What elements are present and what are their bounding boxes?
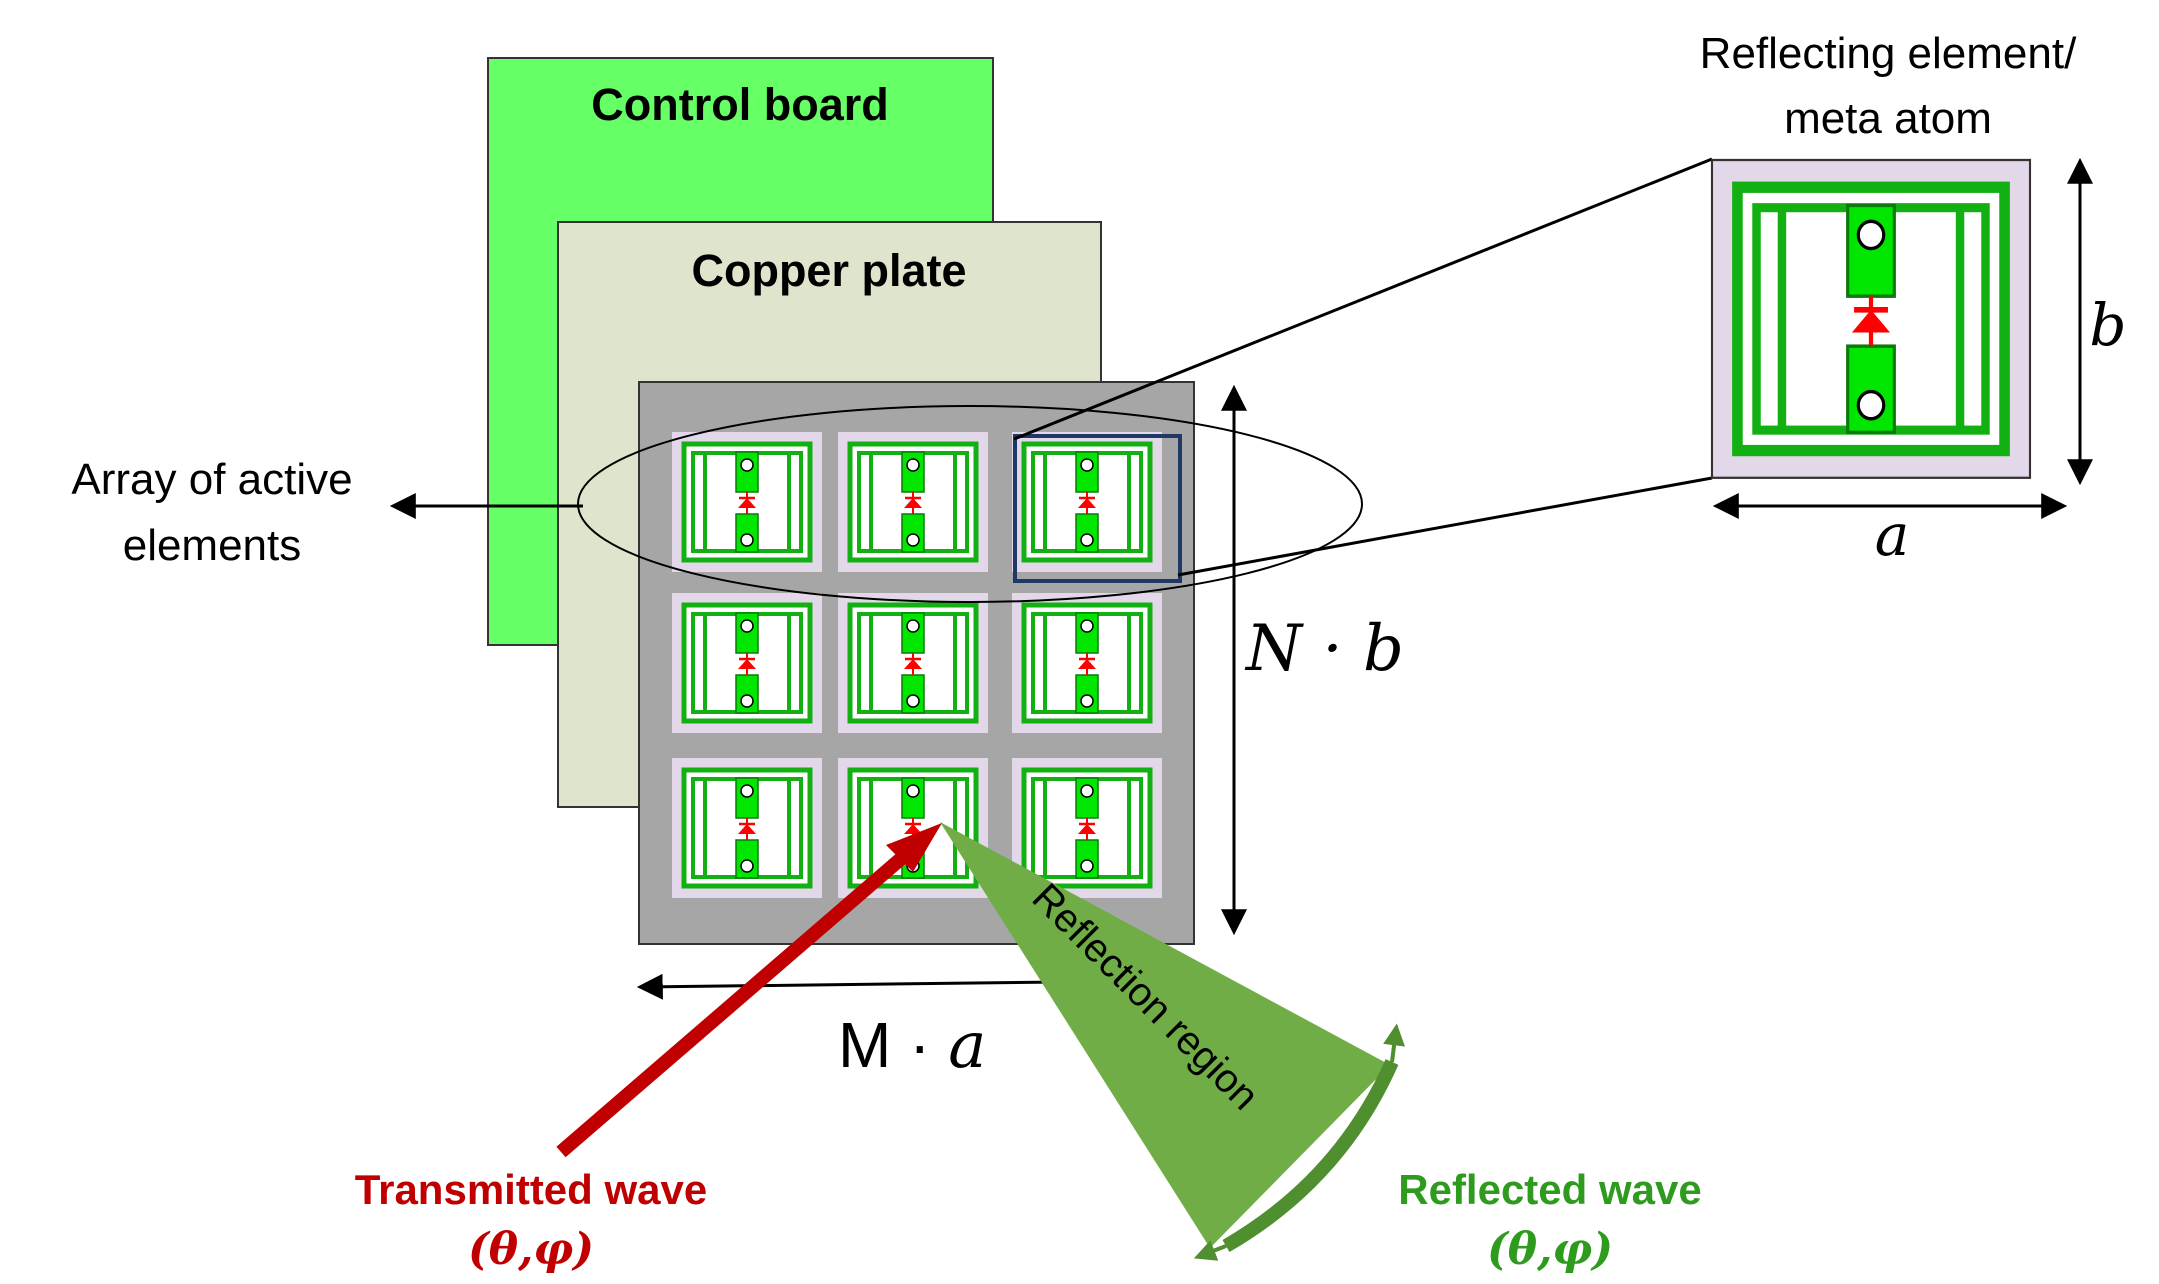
- transmitted-wave-label: Transmitted wave: [355, 1166, 707, 1213]
- dim-b-label: b: [2089, 291, 2126, 359]
- dim-a-label: a: [1875, 501, 1910, 569]
- dim-ma-label: M · a: [838, 1009, 986, 1083]
- zoom-line-bottom: [1177, 476, 1713, 577]
- element-label-line1: Reflecting element/: [1700, 29, 2077, 78]
- meta-atom-detail: [1712, 160, 2030, 478]
- element-label-line2: meta atom: [1784, 94, 1992, 143]
- meta-atom-cell: [1012, 432, 1162, 572]
- meta-atom-cell: [672, 593, 822, 733]
- dim-ma-var: a: [948, 1009, 986, 1083]
- reflected-wave-label: Reflected wave: [1398, 1166, 1701, 1213]
- array-label-line2: elements: [123, 521, 302, 570]
- copper-plate-label: Copper plate: [691, 245, 966, 296]
- transmitted-wave-arrow: [556, 838, 923, 1158]
- array-label-line1: Array of active: [71, 455, 352, 504]
- meta-atom-cell: [838, 593, 988, 733]
- reflected-wave-arc: [1222, 1059, 1399, 1253]
- array-ellipse: [577, 405, 1363, 603]
- dim-ma-arrow: [636, 973, 1061, 1000]
- transmitted-wave-angles: (θ,φ): [468, 1224, 594, 1275]
- meta-atom-cell: [672, 432, 822, 572]
- control-board-label: Control board: [591, 79, 888, 130]
- reflection-region: [940, 822, 1390, 1248]
- meta-atom-cell: [838, 758, 988, 898]
- meta-atom-cell: [672, 758, 822, 898]
- reflected-wave-angles: (θ,φ): [1487, 1224, 1613, 1275]
- dim-nb-label: N · b: [1244, 612, 1404, 686]
- zoom-line-top: [1013, 157, 1713, 441]
- meta-atom-cell: [838, 432, 988, 572]
- meta-atom-cell: [1012, 593, 1162, 733]
- dim-ma-prefix: M ·: [838, 1009, 948, 1081]
- selected-element-highlight: [1013, 434, 1182, 583]
